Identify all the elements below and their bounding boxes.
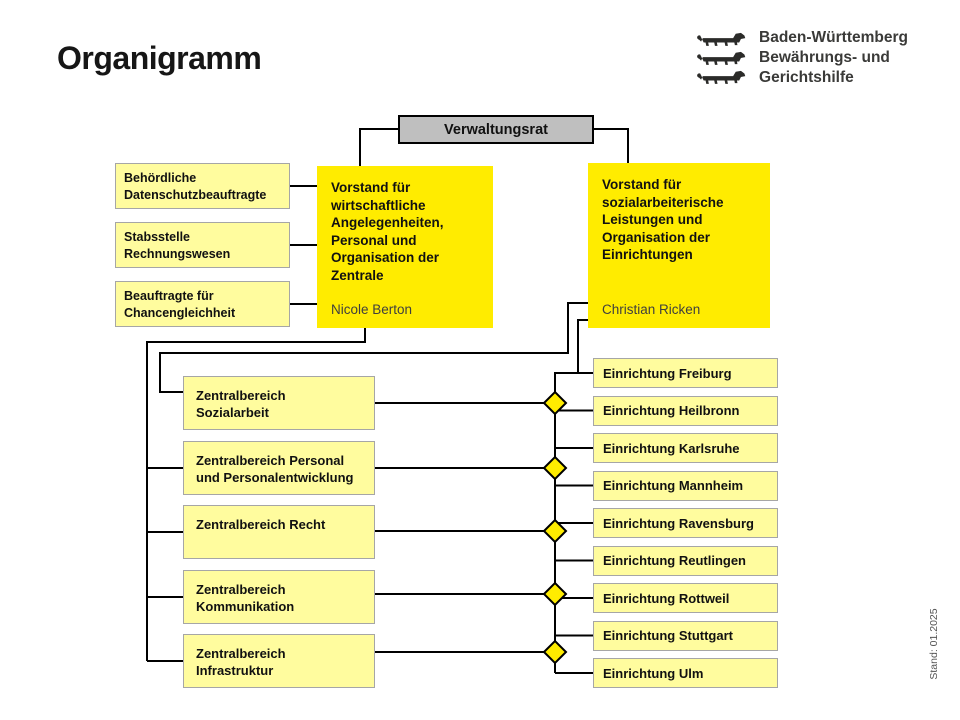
node-staff-unit: Behördliche Datenschutzbeauftragte — [115, 163, 290, 209]
stand-date: Stand: 01.2025 — [928, 608, 940, 680]
node-verwaltungsrat: Verwaltungsrat — [398, 115, 594, 144]
node-facility: Einrichtung Mannheim — [593, 470, 778, 501]
node-central-division: Zentralbereich Sozialarbeit — [183, 376, 375, 430]
node-vorstand-wirtschaft: Vorstand für wirtschaftliche Angelegenhe… — [317, 166, 493, 328]
node-facility: Einrichtung Heilbronn — [593, 395, 778, 426]
node-vorstand-sozial: Vorstand für sozialarbeiterische Leistun… — [588, 163, 770, 328]
edge-right-feed — [577, 319, 588, 373]
edge-root-left — [359, 128, 398, 166]
vorstand-name: Christian Ricken — [602, 301, 701, 317]
junction-diamond — [542, 581, 568, 607]
page-title: Organigramm — [57, 40, 262, 76]
node-central-division: Zentralbereich Infrastruktur — [183, 634, 375, 688]
junction-diamond — [542, 518, 568, 544]
vorstand-title: Vorstand für sozialarbeiterische Leistun… — [602, 177, 724, 262]
node-central-division: Zentralbereich Recht — [183, 505, 375, 559]
logo-text: Baden-Württemberg Bewährungs- und Gerich… — [759, 29, 908, 86]
node-facility: Einrichtung Karlsruhe — [593, 433, 778, 463]
vorstand-name: Nicole Berton — [331, 301, 413, 317]
edge-facility-trunk — [554, 372, 593, 673]
junction-diamond — [542, 639, 568, 665]
node-central-division: Zentralbereich Kommunikation — [183, 569, 375, 624]
node-facility: Einrichtung Ulm — [593, 658, 778, 688]
edge-root-right — [594, 128, 629, 163]
node-central-division: Zentralbereich Personal und Personalentw… — [183, 440, 375, 495]
node-facility: Einrichtung Rottweil — [593, 583, 778, 613]
node-facility: Einrichtung Stuttgart — [593, 620, 778, 651]
junction-diamond — [542, 455, 568, 481]
node-staff-unit: Beauftragte für Chancengleichheit — [115, 281, 290, 327]
bw-lions-icon — [695, 31, 747, 85]
node-facility: Einrichtung Reutlingen — [593, 545, 778, 576]
node-staff-unit: Stabsstelle Rechnungswesen — [115, 222, 290, 268]
junction-diamond — [542, 390, 568, 416]
bw-logo: Baden-Württemberg Bewährungs- und Gerich… — [695, 28, 908, 88]
node-facility: Einrichtung Ravensburg — [593, 508, 778, 538]
vorstand-title: Vorstand für wirtschaftliche Angelegenhe… — [331, 180, 444, 283]
node-facility: Einrichtung Freiburg — [593, 358, 778, 388]
